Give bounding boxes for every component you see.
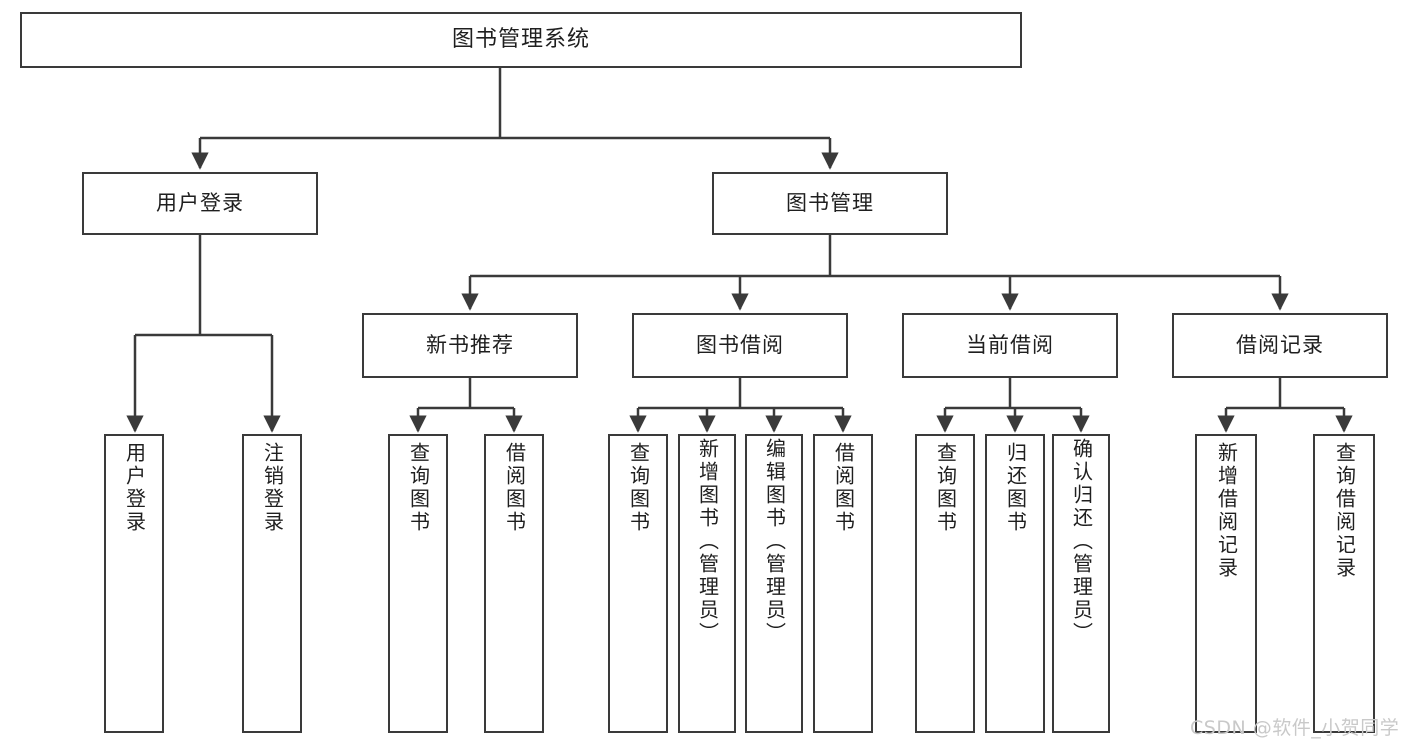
leaf-query-book-borrow[interactable]: 查询图书: [608, 434, 668, 733]
node-label: 查询图书: [626, 442, 651, 534]
leaf-query-book-recommend[interactable]: 查询图书: [388, 434, 448, 733]
node-label: 查询图书: [406, 442, 431, 534]
node-label: 图书借阅: [696, 333, 784, 358]
node-label: 借阅图书: [831, 442, 856, 534]
node-label: 归还图书: [1003, 442, 1028, 534]
node-label: 新增图书（管理员）: [695, 438, 720, 645]
node-borrow-record[interactable]: 借阅记录: [1172, 313, 1388, 378]
node-label: 确认归还（管理员）: [1069, 438, 1094, 645]
node-label: 图书管理系统: [451, 27, 590, 53]
leaf-query-book-current[interactable]: 查询图书: [915, 434, 975, 733]
node-root-book-management-system[interactable]: 图书管理系统: [20, 12, 1022, 68]
node-label: 编辑图书（管理员）: [762, 438, 787, 645]
csdn-watermark: CSDN @软件_小贺同学: [1190, 717, 1400, 739]
node-label: 图书管理: [786, 191, 874, 216]
node-label: 查询借阅记录: [1332, 442, 1357, 580]
leaf-logout[interactable]: 注销登录: [242, 434, 302, 733]
node-label: 用户登录: [122, 442, 147, 534]
leaf-confirm-return-admin[interactable]: 确认归还（管理员）: [1052, 434, 1110, 733]
node-label: 查询图书: [933, 442, 958, 534]
leaf-user-login[interactable]: 用户登录: [104, 434, 164, 733]
node-label: 用户登录: [156, 191, 244, 216]
leaf-borrow-book-recommend[interactable]: 借阅图书: [484, 434, 544, 733]
leaf-edit-book-admin[interactable]: 编辑图书（管理员）: [745, 434, 803, 733]
node-label: 新增借阅记录: [1214, 442, 1239, 580]
leaf-add-book-admin[interactable]: 新增图书（管理员）: [678, 434, 736, 733]
node-label: 注销登录: [260, 442, 285, 534]
leaf-add-borrow-record[interactable]: 新增借阅记录: [1195, 434, 1257, 733]
node-current-borrow[interactable]: 当前借阅: [902, 313, 1118, 378]
node-book-borrow[interactable]: 图书借阅: [632, 313, 848, 378]
node-label: 借阅图书: [502, 442, 527, 534]
leaf-return-book[interactable]: 归还图书: [985, 434, 1045, 733]
leaf-query-borrow-record[interactable]: 查询借阅记录: [1313, 434, 1375, 733]
node-new-book-recommend[interactable]: 新书推荐: [362, 313, 578, 378]
node-label: 新书推荐: [426, 333, 514, 358]
leaf-borrow-book[interactable]: 借阅图书: [813, 434, 873, 733]
node-user-login[interactable]: 用户登录: [82, 172, 318, 235]
node-label: 当前借阅: [966, 333, 1054, 358]
node-label: 借阅记录: [1236, 333, 1324, 358]
node-book-manage[interactable]: 图书管理: [712, 172, 948, 235]
